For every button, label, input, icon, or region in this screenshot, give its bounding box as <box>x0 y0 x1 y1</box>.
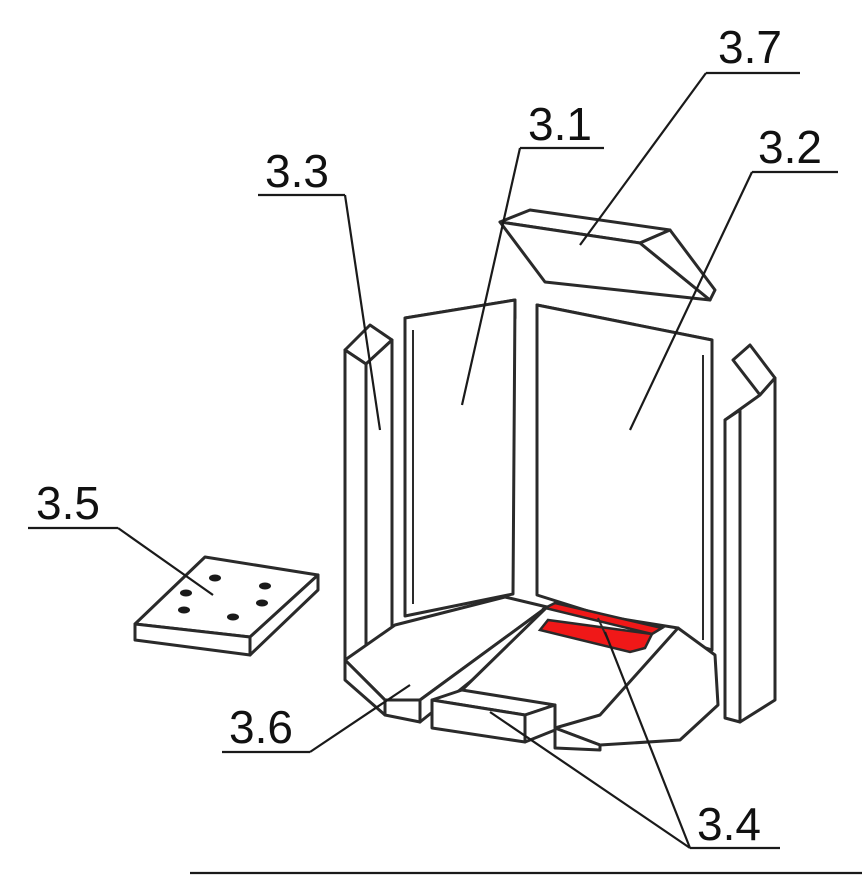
leader-lines <box>28 71 862 875</box>
slab-hole <box>259 582 271 590</box>
label-3-4: 3.4 <box>697 798 761 850</box>
right-side-brick <box>723 343 777 724</box>
slab-hole <box>180 589 192 597</box>
label-3-6: 3.6 <box>229 701 293 753</box>
label-3-7: 3.7 <box>718 21 782 73</box>
slab-hole <box>209 574 221 582</box>
part-3-7-baffle-slab <box>498 208 717 302</box>
label-3-2: 3.2 <box>758 121 822 173</box>
slab-hole <box>227 613 239 621</box>
part-3-2-rear-right-brick <box>535 303 714 652</box>
label-3-5: 3.5 <box>36 477 100 529</box>
part-3-5-slab-with-holes <box>133 555 320 657</box>
label-3-1: 3.1 <box>528 98 592 150</box>
slab-hole <box>178 606 190 614</box>
part-3-1-rear-left-brick <box>403 298 517 618</box>
label-3-3: 3.3 <box>265 145 329 197</box>
part-3-3-left-side-brick <box>343 323 394 682</box>
slab-hole <box>256 599 268 607</box>
